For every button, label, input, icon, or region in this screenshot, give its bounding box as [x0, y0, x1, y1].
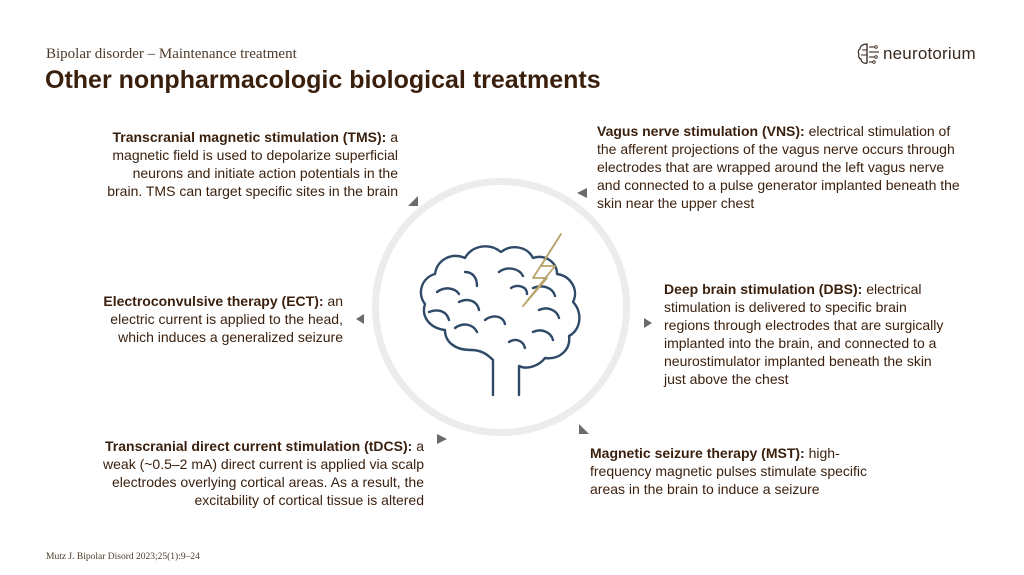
citation: Mutz J. Bipolar Disord 2023;25(1):9–24	[46, 552, 200, 562]
section-subtitle: Bipolar disorder – Maintenance treatment	[46, 46, 297, 62]
brain-circuit-icon	[857, 43, 879, 64]
arrow-tdcs	[437, 434, 447, 444]
ect-block: Electroconvulsive therapy (ECT): an elec…	[80, 292, 343, 346]
center-ring	[372, 178, 630, 436]
vns-label: Vagus nerve stimulation (VNS):	[597, 123, 805, 139]
dbs-block: Deep brain stimulation (DBS): electrical…	[664, 280, 949, 388]
mst-block: Magnetic seizure therapy (MST): high-fre…	[590, 444, 895, 498]
neurotorium-logo: neurotorium	[857, 42, 976, 66]
tdcs-block: Transcranial direct current stimulation …	[86, 437, 424, 509]
page-title: Other nonpharmacologic biological treatm…	[45, 66, 601, 94]
arrow-tms	[408, 196, 418, 206]
brain-with-lightning-icon	[419, 233, 581, 397]
vns-block: Vagus nerve stimulation (VNS): electrica…	[597, 122, 965, 212]
tdcs-text: a weak (~0.5–2 mA) direct current is app…	[103, 438, 424, 508]
tms-block: Transcranial magnetic stimulation (TMS):…	[98, 128, 398, 200]
ect-label: Electroconvulsive therapy (ECT):	[103, 293, 324, 309]
arrow-vns	[577, 188, 587, 198]
logo-text: neurotorium	[883, 44, 976, 63]
arrow-dbs	[644, 318, 652, 328]
mst-text: high-frequency magnetic pulses stimulate…	[590, 445, 868, 497]
tms-text: a magnetic field is used to depolarize s…	[107, 129, 398, 199]
mst-label: Magnetic seizure therapy (MST):	[590, 445, 805, 461]
dbs-text: electrical stimulation is delivered to s…	[664, 281, 944, 387]
arrow-mst	[579, 424, 589, 434]
arrow-ect	[356, 314, 364, 324]
dbs-label: Deep brain stimulation (DBS):	[664, 281, 863, 297]
tdcs-label: Transcranial direct current stimulation …	[105, 438, 413, 454]
tms-label: Transcranial magnetic stimulation (TMS):	[112, 129, 387, 145]
vns-text: electrical stimulation of the afferent p…	[597, 123, 960, 211]
ect-text: an electric current is applied to the he…	[110, 293, 343, 345]
